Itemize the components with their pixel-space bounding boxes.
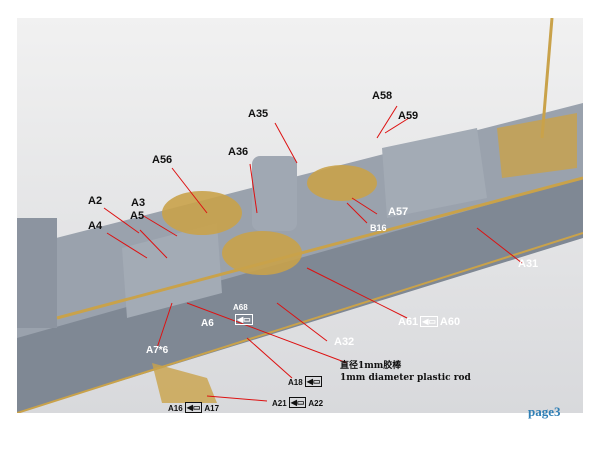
rod-label-english: 1mm diameter plastic rod [340, 373, 471, 383]
label-a16: A16 [168, 404, 183, 413]
label-a35: A35 [248, 108, 269, 120]
label-a68: A68 ◀▭ [233, 302, 255, 327]
label-a22: A22 [308, 399, 324, 408]
label-a6: A6 [201, 318, 214, 329]
label-a5: A5 [130, 210, 145, 222]
label-a2: A2 [88, 195, 103, 207]
label-a36: A36 [228, 146, 249, 158]
label-a56: A56 [152, 154, 173, 166]
label-b16: B16 [370, 223, 387, 233]
label-a60: A60 [439, 316, 461, 328]
leader-lines [103, 105, 523, 402]
arrow-left-icon: ◀▭ [304, 376, 323, 387]
label-a4: A4 [88, 220, 103, 232]
label-a17: A17 [204, 404, 220, 413]
label-a21: A21 [272, 399, 287, 408]
label-a61: A61 [398, 316, 419, 328]
label-a68-text: A68 [233, 303, 248, 312]
arrow-left-icon: ◀▭ [235, 314, 253, 325]
label-a7: A7*6 [146, 345, 169, 356]
arrow-left-icon: ◀▭ [184, 402, 203, 413]
label-a61-a60: A61◀▭A60 [398, 316, 460, 328]
ship-model-photo [17, 18, 583, 413]
label-a16-a17: A16◀▭A17 [168, 402, 219, 415]
label-a59: A59 [398, 110, 419, 122]
label-a18-text: A18 [288, 378, 303, 387]
label-a31: A31 [518, 258, 539, 270]
label-a58: A58 [372, 90, 393, 102]
label-a18: A18◀▭ [288, 376, 324, 389]
rod-label-chinese: 直径1mm胶棒 [340, 361, 402, 371]
label-a21-a22: A21◀▭A22 [272, 397, 323, 410]
label-a3: A3 [131, 197, 146, 209]
label-a57: A57 [388, 206, 409, 218]
page-number: page3 [528, 404, 561, 419]
label-a32: A32 [334, 336, 355, 348]
arrow-left-icon: ◀▭ [288, 397, 307, 408]
arrow-left-icon: ◀▭ [420, 316, 438, 327]
hull [17, 168, 583, 413]
